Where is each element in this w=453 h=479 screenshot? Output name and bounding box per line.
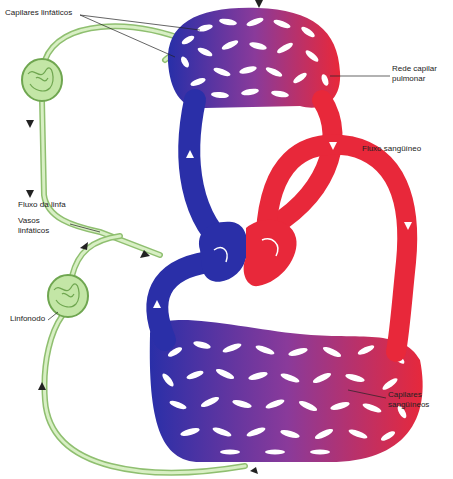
systemic-capillaries (150, 320, 423, 462)
label-text: Capilares linfáticos (5, 8, 85, 18)
heart (199, 220, 297, 286)
label-text: Linfonodo (10, 314, 60, 324)
label-text: Fluxo sangüíneo (362, 144, 442, 154)
blood-vessels (157, 100, 407, 352)
label-text: Capilares sangüíneos (388, 390, 443, 410)
leader-line (48, 15, 390, 398)
label-text: Fluxo da linfa (18, 200, 88, 210)
lymph-node (48, 275, 88, 317)
flow-arrow (153, 142, 412, 308)
lymph-arrow (26, 0, 263, 474)
label-text: Vasos linfáticos (18, 216, 68, 236)
label-text: Rede capilar pulmonar (392, 64, 442, 84)
lymph-node (22, 59, 62, 101)
